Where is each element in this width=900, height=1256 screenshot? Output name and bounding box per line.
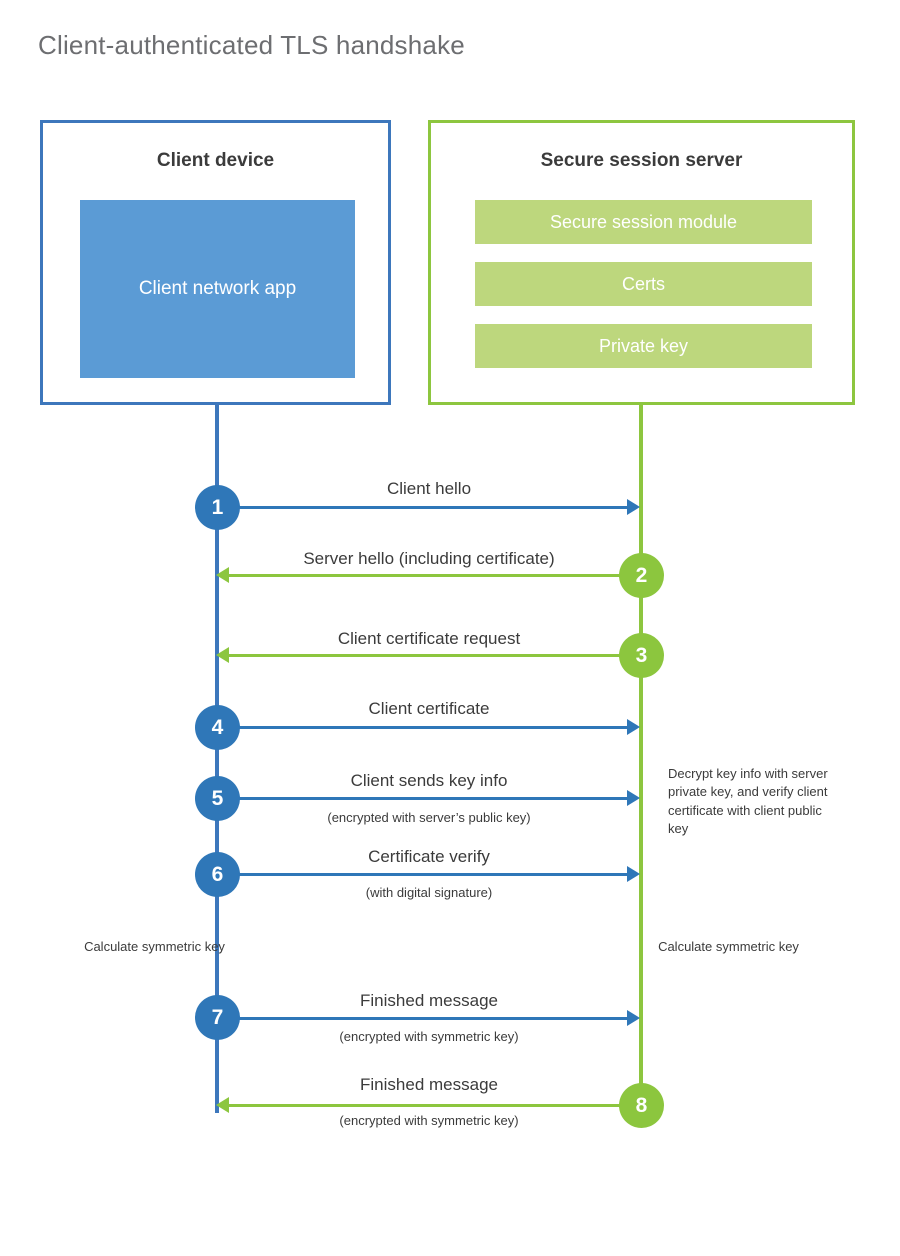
page-title: Client-authenticated TLS handshake — [38, 30, 465, 60]
server-lifeline — [639, 405, 643, 1107]
server-block-private-key: Private key — [475, 324, 812, 368]
step-8-sublabel: (encrypted with symmetric key) — [339, 1113, 519, 1128]
step-5-label: Client sends key info — [350, 771, 508, 790]
client-device-title: Client device — [156, 150, 275, 171]
secure-session-server-box: Secure session server Secure session mod… — [428, 120, 855, 405]
step-marker-4[interactable]: 4 — [195, 705, 240, 750]
server-block-secure-session-module: Secure session module — [475, 200, 812, 244]
client-calculate-symmetric-key-annotation: Calculate symmetric key — [84, 939, 225, 954]
step-marker-8[interactable]: 8 — [619, 1083, 664, 1128]
client-network-app-block: Client network app — [80, 200, 355, 378]
server-block-certs: Certs — [475, 262, 812, 306]
step-marker-6[interactable]: 6 — [195, 852, 240, 897]
step-7-sublabel: (encrypted with symmetric key) — [339, 1029, 519, 1044]
step-8-label: Finished message — [360, 1075, 498, 1094]
step-5-sublabel: (encrypted with server’s public key) — [327, 810, 531, 825]
step-1-arrow-line — [217, 506, 627, 509]
step-7-label: Finished message — [360, 991, 498, 1010]
step-1-label: Client hello — [386, 479, 472, 498]
step-marker-3[interactable]: 3 — [619, 633, 664, 678]
step-3-arrow-head-left-icon — [216, 647, 229, 663]
step-7-arrow-line — [217, 1017, 627, 1020]
step-2-label: Server hello (including certificate) — [303, 549, 555, 568]
step-6-label: Certificate verify — [368, 847, 490, 866]
step-5-arrow-line — [217, 797, 627, 800]
server-calculate-symmetric-key-annotation: Calculate symmetric key — [658, 939, 799, 954]
step-4-arrow-head-right-icon — [627, 719, 640, 735]
step-2-arrow-line — [229, 574, 641, 577]
step-4-label: Client certificate — [368, 699, 490, 718]
server-decrypt-annotation: Decrypt key info with server private key… — [668, 766, 828, 837]
client-device-box: Client device Client network app — [40, 120, 391, 405]
step-marker-2[interactable]: 2 — [619, 553, 664, 598]
step-8-arrow-line — [229, 1104, 641, 1107]
step-8-arrow-head-left-icon — [216, 1097, 229, 1113]
step-2-arrow-head-left-icon — [216, 567, 229, 583]
step-marker-5[interactable]: 5 — [195, 776, 240, 821]
step-6-arrow-head-right-icon — [627, 866, 640, 882]
step-3-arrow-line — [229, 654, 641, 657]
step-6-sublabel: (with digital signature) — [365, 885, 493, 900]
step-marker-1[interactable]: 1 — [195, 485, 240, 530]
step-4-arrow-line — [217, 726, 627, 729]
client-lifeline — [215, 405, 219, 1113]
step-marker-7[interactable]: 7 — [195, 995, 240, 1040]
step-3-label: Client certificate request — [337, 629, 521, 648]
step-5-arrow-head-right-icon — [627, 790, 640, 806]
secure-session-server-title: Secure session server — [540, 150, 743, 171]
step-7-arrow-head-right-icon — [627, 1010, 640, 1026]
step-6-arrow-line — [217, 873, 627, 876]
step-1-arrow-head-right-icon — [627, 499, 640, 515]
